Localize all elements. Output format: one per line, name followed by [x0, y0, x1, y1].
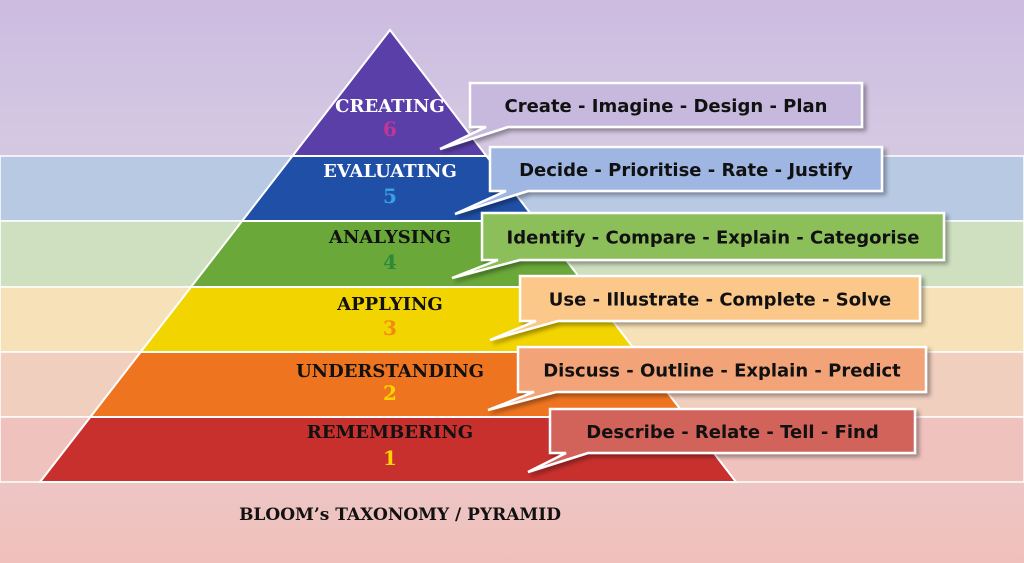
callout-applying	[489, 274, 922, 342]
callout-box	[439, 81, 864, 151]
callout-evaluating	[454, 145, 884, 216]
level-number-4: 4	[383, 250, 397, 274]
callout-verbs-understanding: Discuss - Outline - Explain - Predict	[543, 361, 901, 382]
diagram-title: BLOOM’s TAXONOMY / PYRAMID	[239, 505, 561, 525]
callout-understanding	[487, 345, 928, 412]
callout-verbs-analysing: Identify - Compare - Explain - Categoris…	[507, 228, 920, 249]
level-label-evaluating: EVALUATING	[323, 161, 457, 182]
level-number-5: 5	[383, 184, 397, 208]
level-label-understanding: UNDERSTANDING	[296, 361, 484, 382]
level-label-analysing: ANALYSING	[328, 227, 451, 248]
callout-verbs-remembering: Describe - Relate - Tell - Find	[586, 422, 878, 443]
level-label-applying: APPLYING	[336, 294, 443, 315]
callout-verbs-applying: Use - Illustrate - Complete - Solve	[549, 290, 891, 311]
level-label-creating: CREATING	[335, 96, 445, 117]
level-number-6: 6	[383, 117, 397, 141]
callout-box	[489, 274, 922, 342]
level-number-1: 1	[383, 446, 397, 470]
callout-box	[454, 145, 884, 216]
callout-box	[487, 345, 928, 412]
callout-remembering	[527, 407, 917, 474]
level-number-2: 2	[383, 381, 397, 405]
callout-creating	[439, 81, 864, 151]
callout-verbs-evaluating: Decide - Prioritise - Rate - Justify	[519, 160, 853, 181]
level-number-3: 3	[383, 316, 397, 340]
level-label-remembering: REMEMBERING	[307, 422, 473, 443]
callout-verbs-creating: Create - Imagine - Design - Plan	[505, 96, 828, 117]
callout-analysing	[451, 211, 946, 280]
callout-box	[451, 211, 946, 280]
callout-box	[527, 407, 917, 474]
